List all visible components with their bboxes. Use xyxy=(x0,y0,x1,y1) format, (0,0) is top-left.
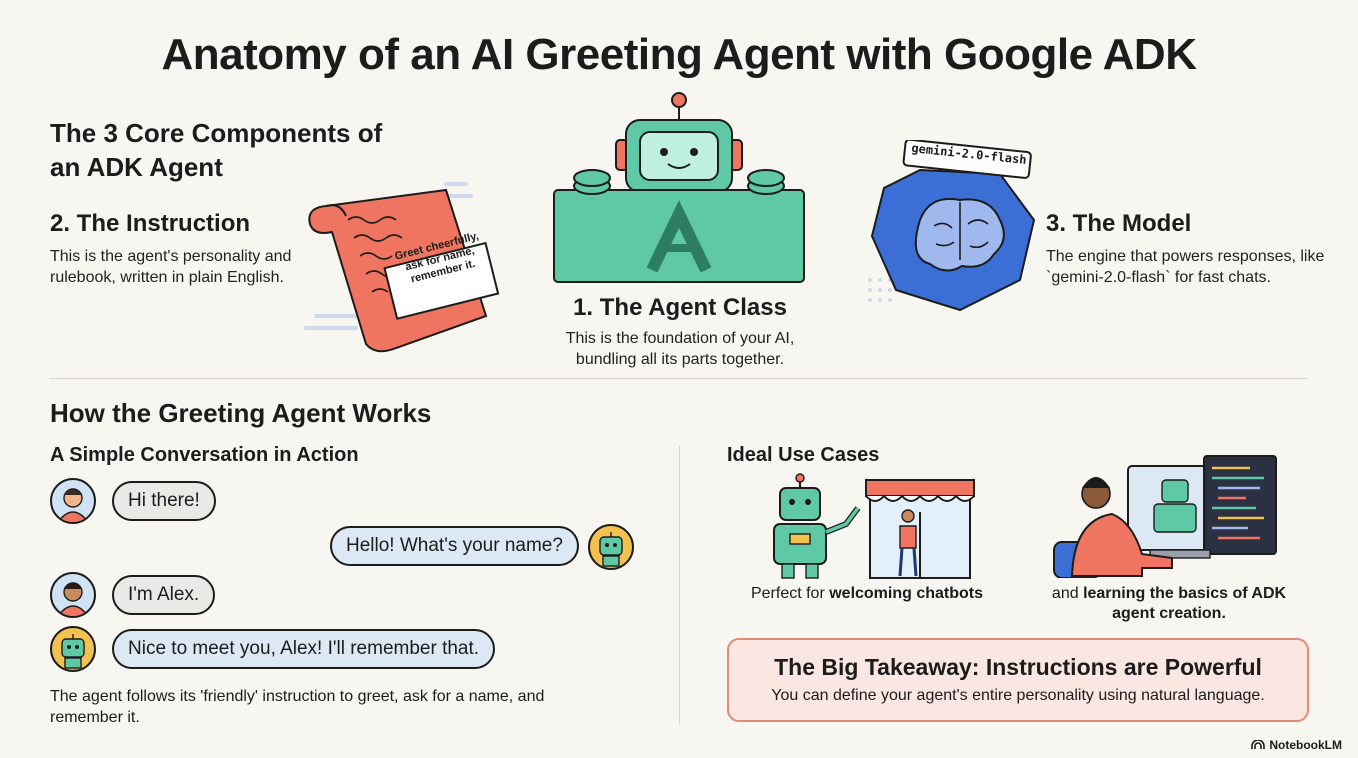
works-heading: How the Greeting Agent Works xyxy=(50,398,432,428)
chat-message: Hello! What's your name? xyxy=(330,526,579,566)
instruction-scroll-icon xyxy=(304,182,500,353)
section-divider xyxy=(50,378,1308,379)
use-case-chatbots: Perfect for welcoming chatbots xyxy=(727,584,1007,604)
use-case-learning-emphasis: learning the basics of ADK agent creatio… xyxy=(1083,585,1287,622)
instruction-desc: This is the agent's personality and rule… xyxy=(50,248,292,286)
model-brain-icon xyxy=(868,140,1036,312)
takeaway-box: The Big Takeaway: Instructions are Power… xyxy=(727,638,1309,722)
use-case-chatbots-prefix: Perfect for xyxy=(750,585,830,602)
core-components-heading: The 3 Core Components of an ADK Agent xyxy=(50,118,383,182)
chat-message: Hi there! xyxy=(112,481,216,521)
developer-screen-icon xyxy=(1053,455,1277,578)
takeaway-text: You can define your agent's entire perso… xyxy=(771,687,1265,704)
use-case-chatbots-emphasis: welcoming chatbots xyxy=(829,585,984,602)
conversation-note: The agent follows its 'friendly' instruc… xyxy=(50,688,545,726)
column-divider xyxy=(679,446,680,724)
user-avatar xyxy=(50,572,96,618)
use-case-learning: and learning the basics of ADK agent cre… xyxy=(1036,584,1302,624)
use-case-learning-prefix: and xyxy=(1051,585,1084,602)
agent-class-desc: This is the foundation of your AI, bundl… xyxy=(565,330,795,368)
conversation-heading: A Simple Conversation in Action xyxy=(50,444,359,466)
agent-class-block: 1. The Agent Class This is the foundatio… xyxy=(520,294,840,370)
use-cases-heading: Ideal Use Cases xyxy=(727,444,880,466)
model-block: 3. The Model The engine that powers resp… xyxy=(1046,210,1336,288)
brand-name: NotebookLM xyxy=(1269,738,1342,752)
bot-avatar xyxy=(50,626,96,672)
user-avatar xyxy=(50,478,96,524)
instruction-title: 2. The Instruction xyxy=(50,210,251,237)
agent-robot-icon xyxy=(553,92,805,283)
takeaway-title: The Big Takeaway: Instructions are Power… xyxy=(774,654,1262,680)
instruction-block: 2. The Instruction This is the agent's p… xyxy=(50,210,320,288)
agent-class-title: 1. The Agent Class xyxy=(573,294,787,321)
page-title: Anatomy of an AI Greeting Agent with Goo… xyxy=(161,30,1197,79)
brand-logo: NotebookLM xyxy=(1251,738,1342,752)
bot-avatar xyxy=(588,524,634,570)
model-title: 3. The Model xyxy=(1046,210,1192,237)
chat-message: I'm Alex. xyxy=(112,575,216,615)
chat-message: Nice to meet you, Alex! I'll remember th… xyxy=(112,629,496,669)
notebooklm-icon xyxy=(1251,740,1266,749)
chatbot-storefront-icon xyxy=(773,473,975,579)
model-desc: The engine that powers responses, like `… xyxy=(1046,248,1325,286)
